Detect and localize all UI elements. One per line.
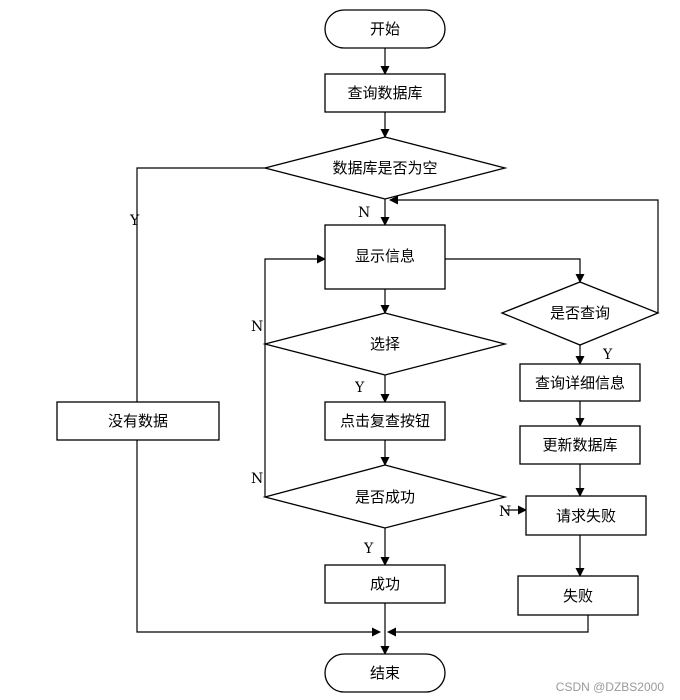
node-end-label: 结束: [370, 664, 400, 682]
node-update-db: 更新数据库: [519, 425, 641, 465]
node-update-db-label: 更新数据库: [542, 436, 617, 454]
node-query-detail-label: 查询详细信息: [535, 374, 625, 392]
node-select-label: 选择: [370, 335, 400, 353]
node-show-info-label: 显示信息: [355, 247, 415, 265]
node-is-query: 是否查询: [500, 281, 660, 346]
node-fail: 失败: [517, 575, 639, 616]
node-is-query-label: 是否查询: [550, 304, 610, 322]
node-show-info: 显示信息: [324, 224, 446, 290]
edge-show-isquery: [445, 258, 585, 283]
edge-label-select-no: N: [251, 319, 263, 335]
node-no-data-label: 没有数据: [108, 412, 168, 430]
flow-edges: [136, 48, 659, 655]
node-start: 开始: [324, 9, 446, 49]
edge-label-query-yes: Y: [602, 347, 613, 363]
node-query-detail: 查询详细信息: [519, 363, 641, 402]
node-success-label: 成功: [370, 575, 400, 593]
node-is-success-label: 是否成功: [355, 488, 415, 506]
node-query-db: 查询数据库: [324, 73, 446, 113]
node-select: 选择: [262, 312, 508, 376]
node-is-success: 是否成功: [262, 464, 508, 529]
node-fail-label: 失败: [563, 587, 593, 605]
edge-label-success-no-loop: N: [251, 471, 263, 487]
node-click-review: 点击复查按钮: [324, 401, 446, 441]
node-query-db-label: 查询数据库: [347, 84, 422, 102]
node-success: 成功: [324, 564, 446, 604]
edge-label-select-yes: Y: [354, 380, 365, 396]
node-click-review-label: 点击复查按钮: [340, 412, 430, 430]
edge-empty-yes: [136, 167, 265, 402]
node-db-empty: 数据库是否为空: [262, 136, 508, 200]
node-db-empty-label: 数据库是否为空: [332, 159, 437, 177]
edge-label-success-no-right: N: [499, 504, 511, 520]
edge-label-success-yes: Y: [363, 541, 374, 557]
node-request-fail: 请求失败: [525, 495, 647, 536]
watermark: CSDN @DZBS2000: [556, 680, 665, 694]
edge-isquery-no: [389, 195, 659, 313]
edge-label-empty-no: N: [358, 205, 370, 221]
node-start-label: 开始: [370, 20, 400, 38]
node-request-fail-label: 请求失败: [556, 507, 616, 525]
node-no-data: 没有数据: [56, 401, 220, 441]
edge-fail-end: [387, 615, 589, 637]
edge-select-no: [264, 254, 326, 344]
edge-label-empty-yes: Y: [129, 213, 140, 229]
edge-nodata-end: [136, 440, 381, 637]
node-end: 结束: [324, 653, 446, 693]
